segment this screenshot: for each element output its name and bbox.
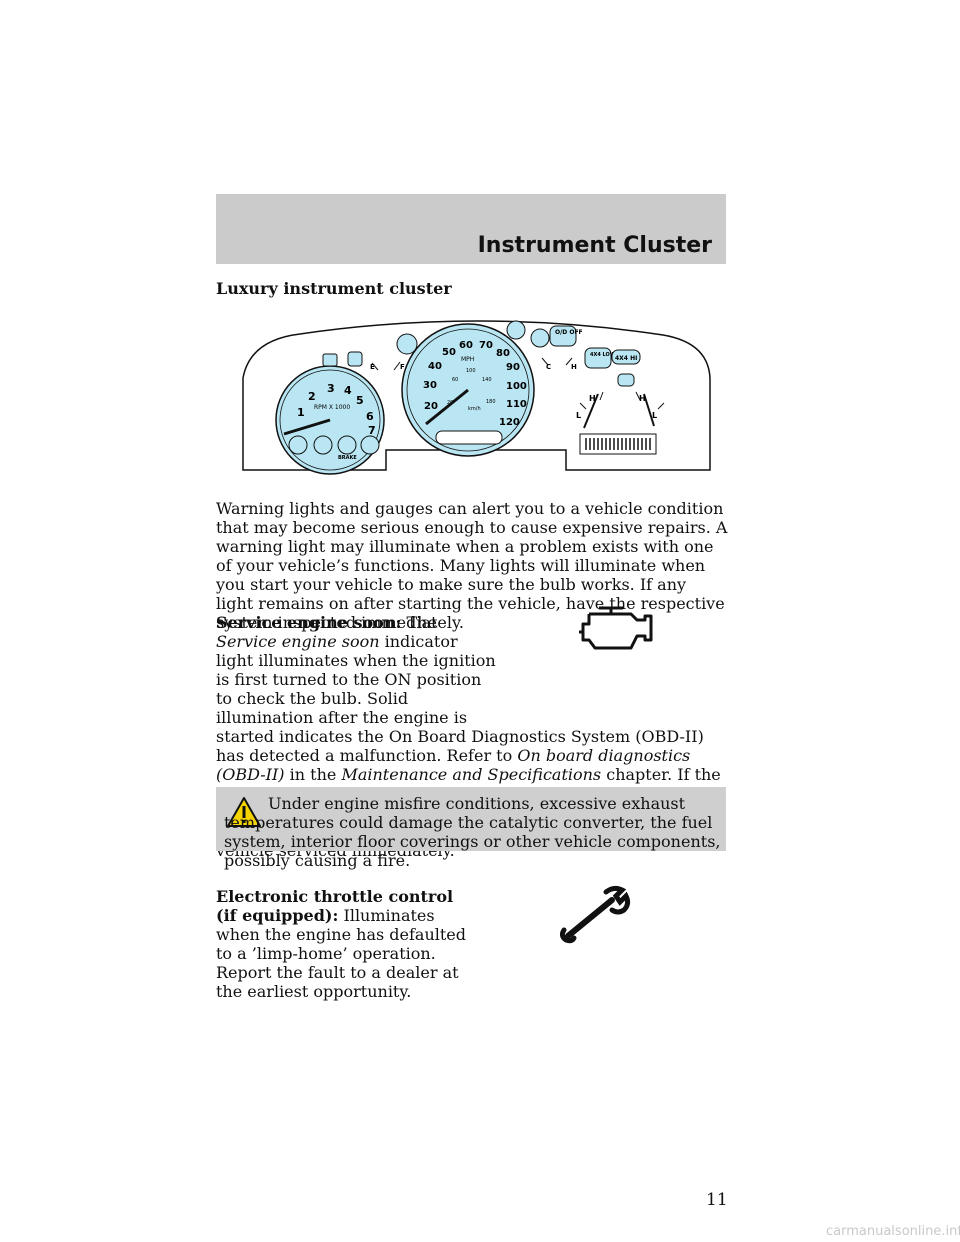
oil-h: H (639, 394, 646, 403)
fuel-e: E (370, 363, 375, 371)
tach-num-3: 3 (327, 382, 335, 395)
speedometer: 20 30 40 50 60 70 80 90 100 110 120 MPH … (401, 323, 535, 457)
kmh-60: 60 (452, 377, 458, 383)
tach-num-1: 1 (297, 406, 305, 419)
mph-90: 90 (506, 362, 520, 373)
voltage-gauge: L H (576, 391, 604, 429)
page-title: Instrument Cluster (477, 233, 712, 258)
od-off-label: O/D OFF (555, 329, 583, 336)
kmh-180: 180 (486, 399, 496, 405)
mph-70: 70 (479, 340, 493, 351)
kmh-140: 140 (482, 377, 492, 383)
service-engine-italic-3: Maintenance and Specifications (341, 765, 602, 784)
tachometer: 1 2 3 4 5 6 7 RPM X 1000 (275, 365, 385, 475)
tach-num-6: 6 (366, 410, 374, 423)
fourx4-low: 4X4 LOW (590, 352, 616, 358)
service-engine-text-2: indicator light illuminates when the ign… (216, 632, 704, 765)
temp-c: C (546, 363, 551, 371)
warning-text-content: Under engine misfire conditions, excessi… (224, 794, 721, 870)
kmh-label: km/h (468, 406, 481, 412)
mph-label: MPH (461, 356, 474, 363)
engine-icon (579, 606, 653, 650)
intro-paragraph: Warning lights and gauges can alert you … (216, 499, 728, 632)
brake-label: BRAKE (338, 455, 357, 461)
section-heading: Luxury instrument cluster (216, 279, 452, 298)
warning-box: Under engine misfire conditions, excessi… (216, 787, 726, 870)
throttle-paragraph: Electronic throttle control (if equipped… (216, 887, 728, 1001)
oil-l: L (652, 411, 657, 420)
throttle-text: Illuminates when the engine has defaulte… (216, 906, 467, 1001)
service-engine-text-3: in the (289, 765, 337, 784)
kmh-100: 100 (466, 368, 476, 374)
instrument-cluster-illustration: 1 2 3 4 5 6 7 RPM X 1000 BRAKE E F 20 30… (242, 320, 711, 475)
tach-num-7: 7 (368, 424, 376, 437)
temperature-gauge: C H (541, 357, 577, 371)
fuel-gauge: E F (370, 333, 418, 371)
mph-40: 40 (428, 361, 442, 372)
service-engine-italic-2: On board diagnostics (OBD-II) (216, 746, 691, 784)
warning-triangle-icon (227, 797, 261, 827)
temp-h: H (571, 363, 577, 371)
mph-120: 120 (499, 417, 520, 428)
tach-label: RPM X 1000 (314, 404, 350, 411)
service-engine-label: Service engine soon: (216, 613, 402, 632)
tach-num-5: 5 (356, 394, 364, 407)
tach-num-2: 2 (308, 390, 316, 403)
page-number: 11 (706, 1190, 728, 1210)
service-engine-text-1: The (406, 613, 437, 632)
wrench-icon (560, 885, 631, 944)
fuel-f: F (400, 363, 405, 371)
tach-num-4: 4 (344, 384, 352, 397)
mph-60: 60 (459, 340, 473, 351)
mph-80: 80 (496, 348, 510, 359)
warning-text: Under engine misfire conditions, excessi… (216, 794, 726, 870)
header-band: Instrument Cluster (216, 194, 726, 264)
volt-h: H (589, 394, 596, 403)
service-engine-italic-1: Service engine soon (216, 632, 380, 651)
mph-110: 110 (506, 399, 527, 410)
volt-l: L (576, 411, 581, 420)
throttle-label: Electronic throttle control (if equipped… (216, 887, 454, 925)
fourx4-hi: 4X4 HI (615, 355, 637, 362)
mph-20: 20 (424, 401, 438, 412)
mph-50: 50 (442, 347, 456, 358)
watermark: carmanualsonline.info (826, 1224, 960, 1239)
mph-100: 100 (506, 381, 527, 392)
mph-30: 30 (423, 380, 437, 391)
oil-pressure-gauge: L H (635, 391, 665, 427)
